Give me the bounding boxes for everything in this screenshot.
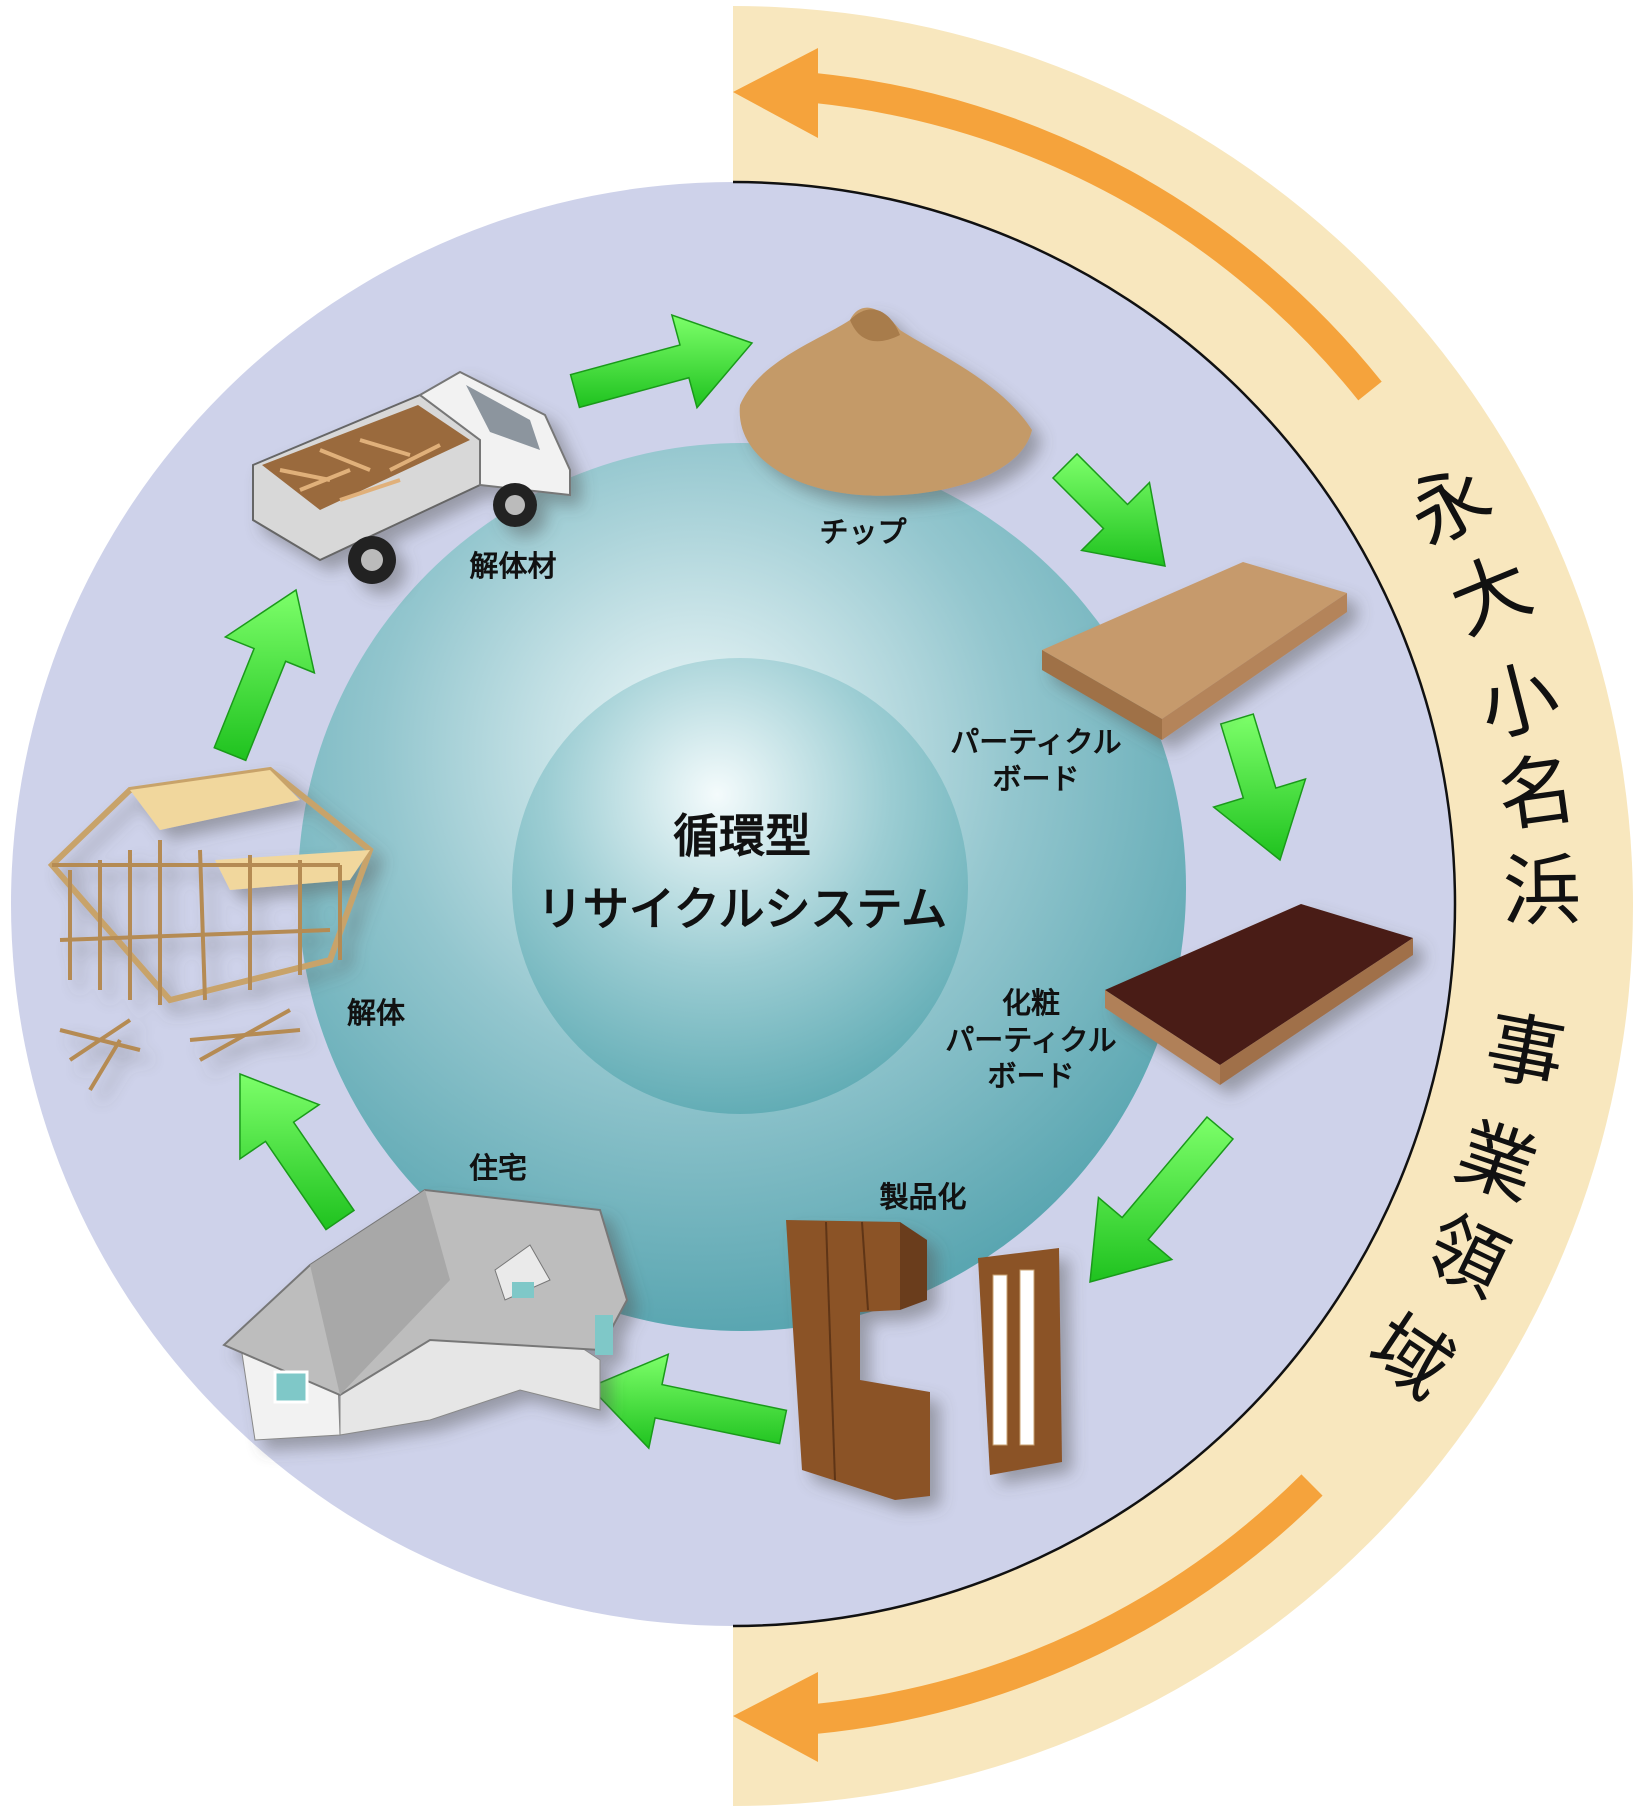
cycle-arrows <box>213 313 1307 1450</box>
label-decor-board-line2: パーティクル <box>945 1023 1116 1057</box>
inner-circle <box>512 658 968 1114</box>
label-demolition: 解体 <box>347 996 406 1030</box>
outer-ring-border <box>732 180 1457 1628</box>
cycle-arrow <box>1212 713 1307 862</box>
label-demolition-wood: 解体材 <box>469 549 556 583</box>
decor-board-image <box>1105 904 1413 1085</box>
demolished-house-image <box>47 766 374 1092</box>
business-arrow-top <box>733 48 1382 401</box>
label-decor-board-line1: 化粧 <box>1002 986 1060 1020</box>
cycle-arrow <box>239 1072 356 1231</box>
cycle-arrow <box>588 1352 788 1450</box>
band-title-char: 名 <box>1492 744 1582 844</box>
cycle-arrow <box>1089 1115 1235 1284</box>
label-particle-board-line1: パーティクル <box>950 725 1121 759</box>
house-image <box>222 1188 629 1441</box>
label-house: 住宅 <box>469 1151 527 1185</box>
business-arrow-bottom <box>733 1474 1323 1762</box>
chip-pile-image <box>739 307 1032 496</box>
label-products: 製品化 <box>879 1180 966 1214</box>
truck-image <box>252 370 571 584</box>
cycle-arrow <box>569 313 754 410</box>
band-title-char: 事 <box>1478 1002 1571 1105</box>
label-decor-board-line3: ボード <box>987 1059 1074 1093</box>
center-title-line2: リサイクルシステム <box>537 882 947 936</box>
cycle-arrow <box>213 588 316 762</box>
label-particle-board-line2: ボード <box>992 762 1079 796</box>
particle-board-image <box>1042 562 1347 740</box>
furniture-image <box>786 1220 1062 1500</box>
label-chip: チップ <box>819 515 907 549</box>
cycle-arrow <box>1051 452 1166 567</box>
center-title-line1: 循環型 <box>673 809 811 863</box>
band-title-char: 浜 <box>1502 846 1581 937</box>
